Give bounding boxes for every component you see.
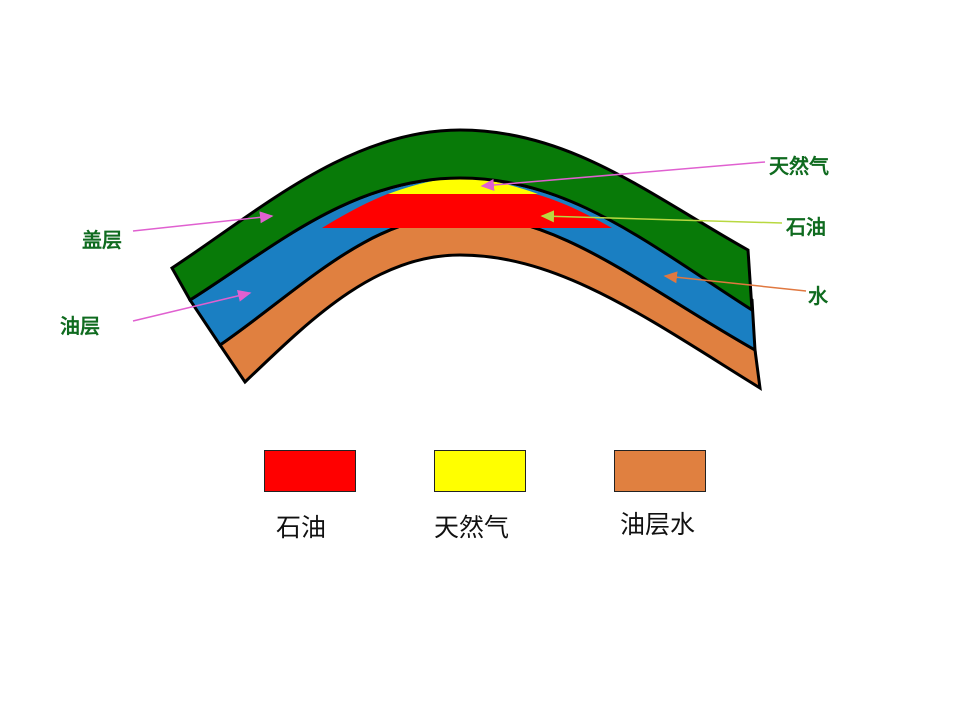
legend-label-water: 油层水 bbox=[620, 510, 696, 539]
water-arrow bbox=[663, 271, 807, 292]
legend-swatch-gas bbox=[434, 450, 526, 492]
legend-swatch-oil bbox=[264, 450, 356, 492]
label-reservoir: 油层 bbox=[60, 314, 100, 338]
legend-label-gas: 天然气 bbox=[434, 513, 510, 542]
oil-zone-fill bbox=[322, 188, 612, 228]
gas-zone bbox=[388, 178, 538, 194]
legend-swatch-water bbox=[614, 450, 706, 492]
legend-label-oil: 石油 bbox=[276, 513, 327, 542]
label-water: 水 bbox=[808, 284, 828, 308]
label-oil: 石油 bbox=[786, 215, 826, 239]
label-gas: 天然气 bbox=[769, 154, 829, 178]
oil-arrow bbox=[540, 210, 783, 224]
gas-arrow bbox=[480, 161, 766, 191]
reservoir-arrow bbox=[132, 289, 252, 322]
label-caprock: 盖层 bbox=[82, 228, 122, 252]
caprock-arrow bbox=[132, 211, 274, 232]
